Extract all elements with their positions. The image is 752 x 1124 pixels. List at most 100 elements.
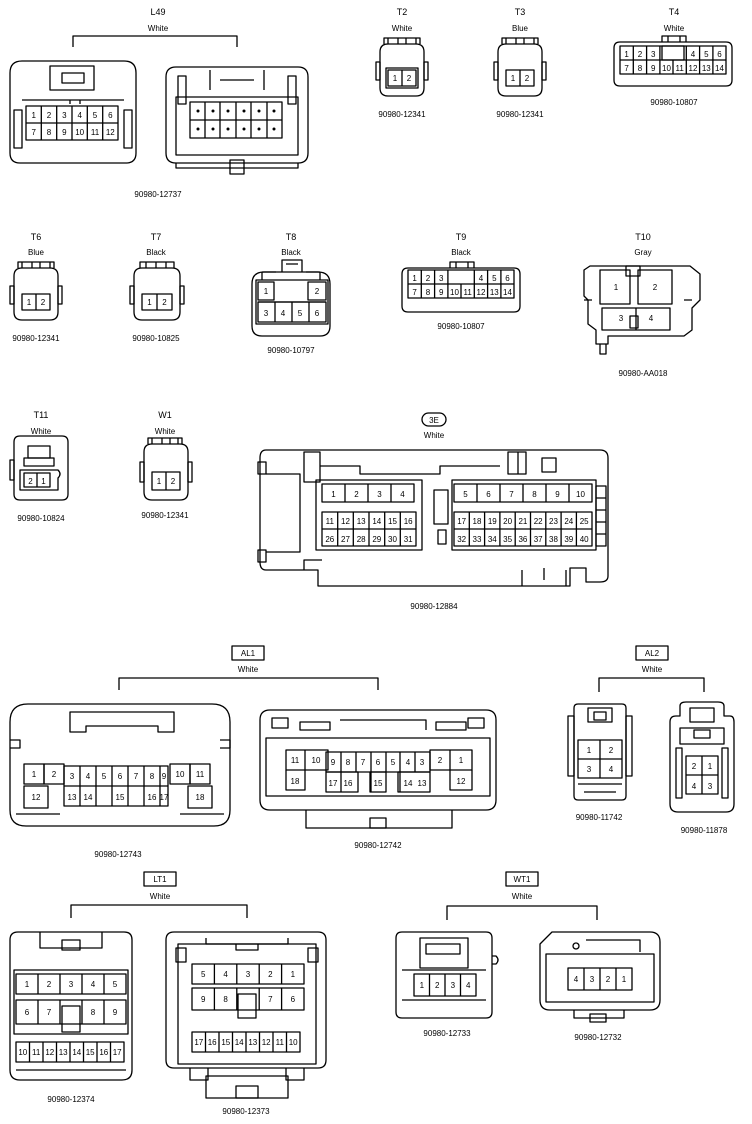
svg-text:2: 2 xyxy=(315,287,320,296)
svg-text:12: 12 xyxy=(477,288,486,297)
svg-text:4: 4 xyxy=(649,314,654,323)
svg-text:32: 32 xyxy=(457,535,466,544)
svg-text:9: 9 xyxy=(113,1008,118,1017)
svg-text:3: 3 xyxy=(69,980,74,989)
svg-text:23: 23 xyxy=(549,517,558,526)
svg-text:26: 26 xyxy=(325,535,334,544)
part-number: 90980-12737 xyxy=(134,190,182,199)
connector-color: White xyxy=(155,427,176,436)
svg-text:7: 7 xyxy=(134,772,139,781)
part-number: 90980-12743 xyxy=(94,850,142,859)
svg-text:5: 5 xyxy=(113,980,118,989)
svg-text:11: 11 xyxy=(91,128,100,137)
connector-label: T9 xyxy=(456,232,467,242)
connector-label-box xyxy=(635,645,669,661)
svg-text:2: 2 xyxy=(47,980,52,989)
svg-text:9: 9 xyxy=(439,288,444,297)
svg-text:15: 15 xyxy=(221,1038,230,1047)
svg-text:9: 9 xyxy=(555,490,560,499)
svg-text:7: 7 xyxy=(47,1008,52,1017)
svg-text:18: 18 xyxy=(196,793,205,802)
svg-text:12: 12 xyxy=(45,1048,54,1057)
svg-text:5: 5 xyxy=(201,970,206,979)
svg-text:8: 8 xyxy=(638,64,643,73)
svg-text:5: 5 xyxy=(391,758,396,767)
svg-text:13: 13 xyxy=(357,517,366,526)
connector-label: WT1 xyxy=(514,875,531,884)
connector-face-t2: 1 2 xyxy=(375,37,429,97)
svg-text:2: 2 xyxy=(41,298,46,307)
part-number: 90980-12341 xyxy=(12,334,60,343)
svg-text:12: 12 xyxy=(32,793,41,802)
svg-text:5: 5 xyxy=(704,50,709,59)
part-number: 90980-10807 xyxy=(650,98,698,107)
group-bracket xyxy=(72,35,238,47)
svg-text:11: 11 xyxy=(326,517,335,526)
connector-color: Gray xyxy=(634,248,651,257)
connector-face-l49-b xyxy=(165,66,309,175)
svg-text:29: 29 xyxy=(372,535,381,544)
svg-text:2: 2 xyxy=(606,975,611,984)
connector-label: T2 xyxy=(397,7,408,17)
part-number: 90980-11742 xyxy=(576,813,623,822)
svg-text:2: 2 xyxy=(47,111,52,120)
part-number: 90980-10825 xyxy=(132,334,180,343)
connector-color: White xyxy=(642,665,663,674)
part-number: 90980-12732 xyxy=(574,1033,622,1042)
connector-T7: T7 Black 1 2 90980-10825 xyxy=(129,232,185,343)
svg-text:37: 37 xyxy=(534,535,543,544)
svg-text:2: 2 xyxy=(638,50,643,59)
svg-text:10: 10 xyxy=(75,128,84,137)
part-number: 90980-12884 xyxy=(410,602,458,611)
svg-text:10: 10 xyxy=(662,64,671,73)
connector-label: T3 xyxy=(515,7,526,17)
connector-color: White xyxy=(150,892,171,901)
svg-text:3: 3 xyxy=(246,970,251,979)
svg-text:31: 31 xyxy=(404,535,413,544)
svg-text:3: 3 xyxy=(708,782,713,791)
svg-text:8: 8 xyxy=(426,288,431,297)
svg-text:6: 6 xyxy=(505,274,510,283)
svg-text:3: 3 xyxy=(420,758,425,767)
group-bracket xyxy=(598,677,705,692)
svg-text:3: 3 xyxy=(62,111,67,120)
svg-text:9: 9 xyxy=(331,758,336,767)
svg-text:4: 4 xyxy=(479,274,484,283)
svg-text:14: 14 xyxy=(235,1038,244,1047)
svg-text:4: 4 xyxy=(77,111,82,120)
connector-T2: T2 White 1 2 90980-12341 xyxy=(375,7,429,119)
svg-text:4: 4 xyxy=(692,782,697,791)
svg-text:9: 9 xyxy=(62,128,67,137)
svg-text:10: 10 xyxy=(450,288,459,297)
connector-color: Black xyxy=(281,248,302,257)
connector-face-t3: 1 2 xyxy=(493,37,547,97)
svg-text:6: 6 xyxy=(118,772,123,781)
svg-text:14: 14 xyxy=(84,793,93,802)
connector-color: White xyxy=(238,665,259,674)
connector-label-box xyxy=(143,871,177,887)
svg-text:16: 16 xyxy=(404,517,413,526)
svg-text:1: 1 xyxy=(587,746,592,755)
svg-text:2: 2 xyxy=(28,477,33,486)
svg-text:22: 22 xyxy=(534,517,543,526)
svg-text:19: 19 xyxy=(488,517,497,526)
svg-text:16: 16 xyxy=(99,1048,108,1057)
connector-label: T6 xyxy=(31,232,42,242)
svg-text:25: 25 xyxy=(580,517,589,526)
svg-text:7: 7 xyxy=(624,64,629,73)
svg-text:33: 33 xyxy=(473,535,482,544)
svg-text:15: 15 xyxy=(86,1048,95,1057)
svg-text:6: 6 xyxy=(315,309,320,318)
svg-text:28: 28 xyxy=(357,535,366,544)
svg-text:10: 10 xyxy=(312,756,321,765)
svg-text:12: 12 xyxy=(262,1038,271,1047)
svg-text:17: 17 xyxy=(113,1048,122,1057)
svg-text:11: 11 xyxy=(276,1038,285,1047)
part-number: 90980-12733 xyxy=(423,1029,471,1038)
